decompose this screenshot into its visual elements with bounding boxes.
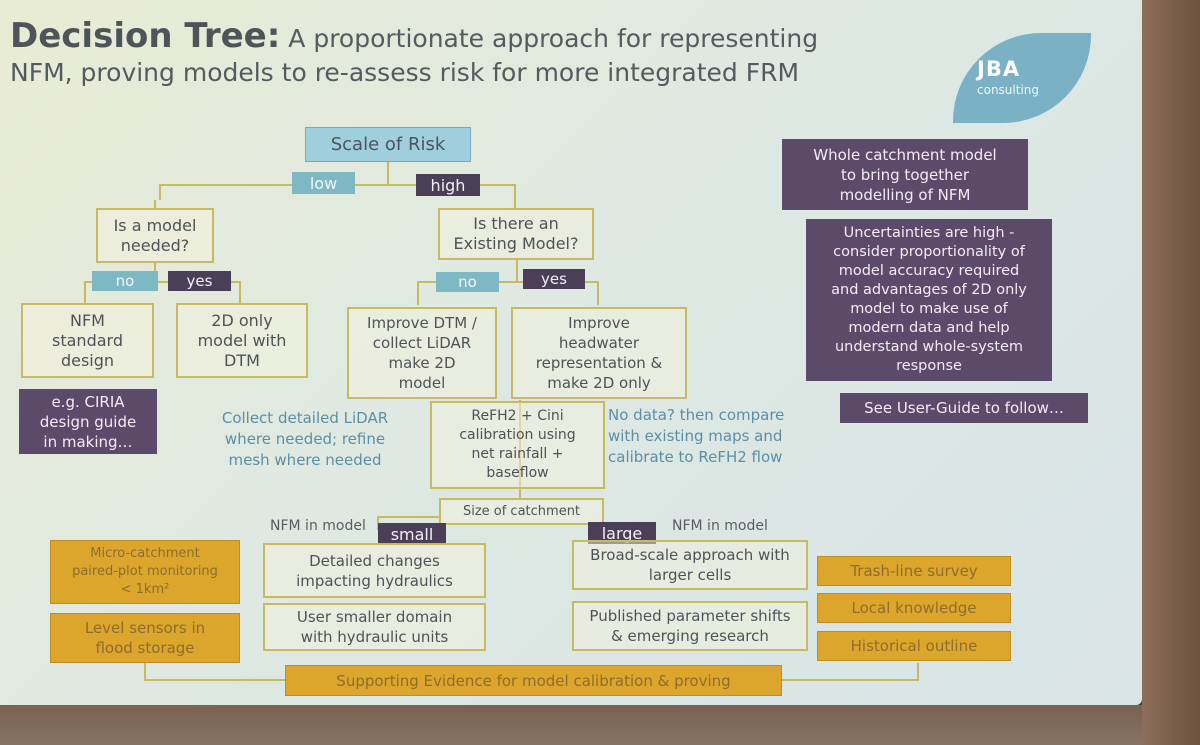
tag-large: large [588,522,656,544]
node-published-shifts: Published parameter shifts & emerging re… [572,601,808,651]
logo-sub: consulting [977,83,1039,97]
title-bold: Decision Tree: [10,16,281,56]
evidence-micro-catchment: Micro-catchment paired-plot monitoring <… [50,540,240,604]
tag-yes-right: yes [523,269,585,289]
tag-no-right: no [436,272,499,292]
node-2d-model-dtm: 2D only model with DTM [176,303,308,378]
label-nfm-in-model-left: NFM in model [270,518,366,534]
node-detailed-changes: Detailed changes impacting hydraulics [263,543,486,598]
evidence-level-sensors: Level sensors in flood storage [50,613,240,663]
tag-high: high [416,174,480,196]
title-rest: A proportionate approach for representin… [288,24,819,53]
connector [417,295,599,305]
node-broad-scale: Broad-scale approach with larger cells [572,540,808,590]
node-model-needed: Is a model needed? [96,208,214,263]
wall-edge [1142,0,1200,745]
connector [144,663,285,681]
node-scale-of-risk: Scale of Risk [305,127,471,162]
tag-no-left: no [92,271,158,291]
box-uncertainties: Uncertainties are high - consider propor… [806,219,1052,381]
evidence-historical-outline: Historical outline [817,631,1011,661]
box-user-guide: See User-Guide to follow… [840,393,1088,423]
node-supporting-evidence: Supporting Evidence for model calibratio… [285,665,782,696]
note-collect-lidar: Collect detailed LiDAR where needed; ref… [221,409,389,469]
tag-yes-left: yes [168,271,231,291]
connector [84,281,241,295]
tag-small: small [378,523,446,545]
logo-name: JBA [977,57,1021,81]
node-size-of-catchment: Size of catchment [439,498,604,525]
note-no-data: No data? then compare with existing maps… [608,406,785,466]
evidence-local-knowledge: Local knowledge [817,593,1011,623]
node-nfm-standard-design: NFM standard design [21,303,154,378]
bottom-edge [0,705,1142,745]
connector [417,281,599,295]
node-user-smaller-domain: User smaller domain with hydraulic units [263,603,486,651]
tag-low: low [292,172,355,194]
slide-title-line-2: NFM, proving models to re-assess risk fo… [10,58,800,87]
node-improve-dtm: Improve DTM / collect LiDAR make 2D mode… [347,307,497,399]
slide-title: Decision Tree: A proportionate approach … [10,16,818,56]
connector [782,663,919,681]
box-ciria-guide: e.g. CIRIA design guide in making… [19,389,157,454]
node-improve-headwater: Improve headwater representation & make … [511,307,687,399]
box-whole-catchment: Whole catchment model to bring together … [782,139,1028,210]
node-refh2-calibration: ReFH2 + Cini calibration using net rainf… [430,401,605,489]
evidence-trash-line-survey: Trash-line survey [817,556,1011,586]
node-existing-model: Is there an Existing Model? [438,208,594,260]
label-nfm-in-model-right: NFM in model [672,518,768,534]
